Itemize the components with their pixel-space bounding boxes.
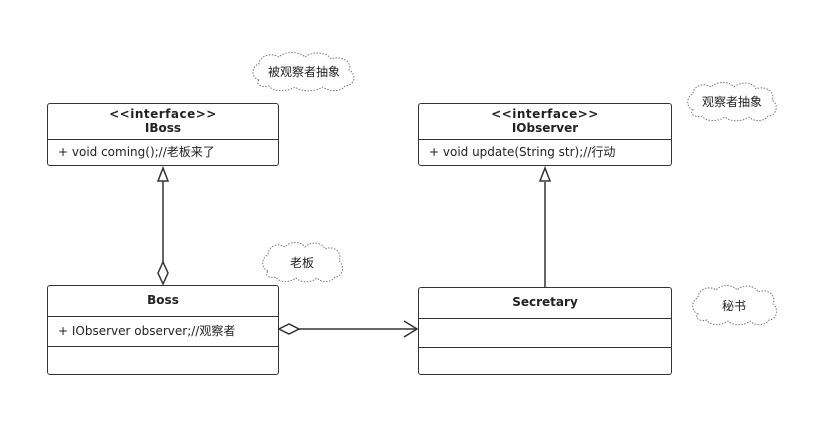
iboss-stereotype: <<interface>>: [109, 107, 217, 121]
cloud-shape: [692, 285, 777, 326]
note-secretary-text: 秘书: [721, 298, 746, 313]
note-secretary[interactable]: 秘书: [689, 283, 779, 327]
class-secretary[interactable]: Secretary: [418, 287, 672, 375]
iboss-hollow-arrowhead: [156, 165, 170, 182]
secretary-methods: [419, 348, 671, 374]
boss-name: Boss: [147, 293, 179, 307]
iobserver-stereotype: <<interface>>: [491, 107, 599, 121]
iboss-methods: + void coming();//老板来了: [48, 140, 278, 166]
boss-member: + IObserver observer;//观察者: [58, 324, 236, 338]
boss-methods: [48, 347, 278, 374]
note-iobserver-text: 观察者抽象: [701, 94, 762, 109]
iboss-name: IBoss: [144, 121, 182, 135]
secretary-open-arrowhead: [403, 320, 419, 338]
note-iobserver[interactable]: 观察者抽象: [684, 80, 780, 122]
secretary-name: Secretary: [512, 295, 578, 309]
class-iboss[interactable]: <<interface>> IBoss + void coming();//老板…: [47, 103, 279, 166]
iboss-member: + void coming();//老板来了: [58, 145, 215, 159]
cloud-shape: [262, 242, 343, 283]
note-iboss[interactable]: 被观察者抽象: [249, 50, 359, 92]
secretary-header: Secretary: [419, 288, 671, 319]
note-boss-text: 老板: [289, 255, 314, 270]
iobserver-member: + void update(String str);//行动: [429, 145, 616, 159]
iobserver-methods: + void update(String str);//行动: [419, 140, 671, 166]
iobserver-header: <<interface>> IObserver: [419, 104, 671, 140]
iobserver-hollow-arrowhead: [538, 165, 552, 182]
note-iboss-text: 被观察者抽象: [267, 64, 340, 79]
boss-diamond-right: [277, 323, 301, 335]
class-boss[interactable]: Boss + IObserver observer;//观察者: [47, 285, 279, 375]
boss-diamond-top: [157, 260, 169, 286]
cloud-shape: [687, 82, 777, 122]
iboss-header: <<interface>> IBoss: [48, 104, 278, 140]
class-iobserver[interactable]: <<interface>> IObserver + void update(St…: [418, 103, 672, 166]
iobserver-name: IObserver: [511, 121, 579, 135]
boss-attributes: + IObserver observer;//观察者: [48, 317, 278, 347]
cloud-shape: [252, 52, 355, 92]
note-boss[interactable]: 老板: [259, 240, 345, 284]
boss-header: Boss: [48, 286, 278, 317]
secretary-attributes: [419, 319, 671, 348]
